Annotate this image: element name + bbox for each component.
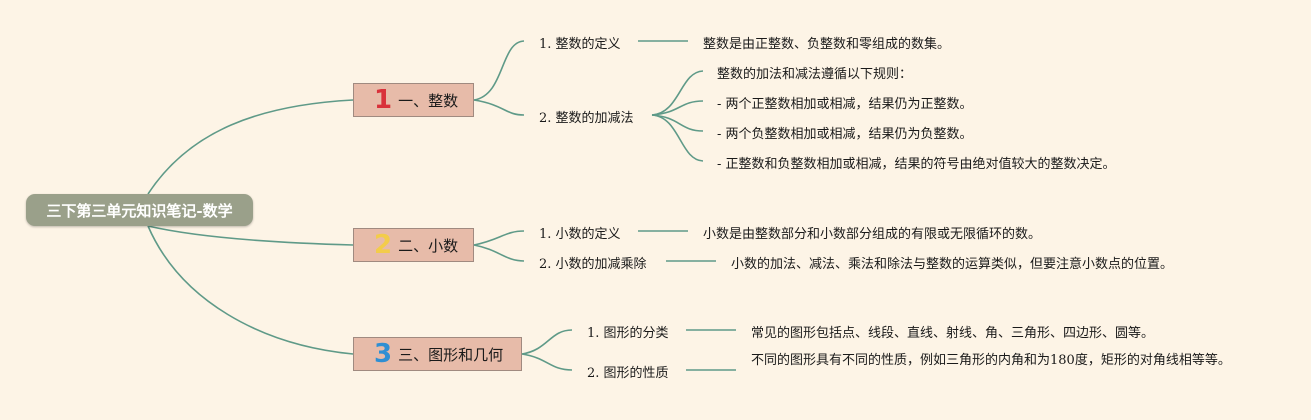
topic-node[interactable]: 1. 图形的分类 (587, 326, 669, 341)
connector-b3-topic-2 (521, 353, 573, 371)
detail-text: 整数是由正整数、负整数和零组成的数集。 (703, 37, 951, 52)
branch-node-1[interactable]: 1 一、整数 (353, 83, 474, 117)
connector-b1t2-detail-2 (651, 100, 704, 116)
detail-text: - 两个正整数相加或相减，结果仍为正整数。 (717, 97, 973, 112)
branch-node-2[interactable]: 2 二、小数 (353, 228, 474, 262)
connector-root-branch-3 (147, 225, 354, 355)
detail-text: - 两个负整数相加或相减，结果仍为负整数。 (717, 127, 973, 142)
connector-b2-topic-1 (473, 230, 525, 246)
topic-node[interactable]: 1. 整数的定义 (539, 37, 621, 52)
root-node[interactable]: 三下第三单元知识笔记-数学 (26, 194, 253, 226)
detail-text: 整数的加法和减法遵循以下规则： (717, 67, 913, 82)
branch-label: 一、整数 (398, 91, 459, 110)
topic-node[interactable]: 2. 整数的加减法 (539, 111, 634, 126)
topic-node[interactable]: 2. 图形的性质 (587, 366, 669, 381)
connector-b1t2-detail-4 (651, 114, 704, 162)
connector-b3-topic-1 (521, 329, 573, 355)
detail-text: - 正整数和负整数相加或相减，结果的符号由绝对值较大的整数决定。 (717, 157, 1116, 172)
connector-group (147, 40, 736, 371)
connector-root-branch-1 (147, 99, 354, 195)
topic-node[interactable]: 1. 小数的定义 (539, 227, 621, 242)
branch-label: 二、小数 (398, 236, 459, 255)
topic-node[interactable]: 2. 小数的加减乘除 (539, 257, 647, 272)
detail-text: 小数是由整数部分和小数部分组成的有限或无限循环的数。 (703, 227, 1042, 242)
connector-b1-topic-1 (473, 40, 525, 101)
branch-label: 三、图形和几何 (398, 345, 504, 364)
detail-text: 不同的图形具有不同的性质，例如三角形的内角和为180度，矩形的对角线相等等。 (751, 353, 1231, 368)
branch-node-3[interactable]: 3 三、图形和几何 (353, 337, 522, 371)
detail-text: 小数的加法、减法、乘法和除法与整数的运算类似，但要注意小数点的位置。 (731, 257, 1174, 272)
connector-root-branch-2 (147, 225, 354, 246)
number-3-icon: 3 (374, 339, 393, 369)
connector-b2-topic-2 (473, 244, 525, 262)
number-2-icon: 2 (374, 230, 393, 260)
detail-text: 常见的图形包括点、线段、直线、射线、角、三角形、四边形、圆等。 (751, 326, 1155, 341)
number-1-icon: 1 (374, 85, 393, 115)
root-label: 三下第三单元知识笔记-数学 (46, 201, 233, 220)
connector-b1-topic-2 (473, 99, 525, 116)
